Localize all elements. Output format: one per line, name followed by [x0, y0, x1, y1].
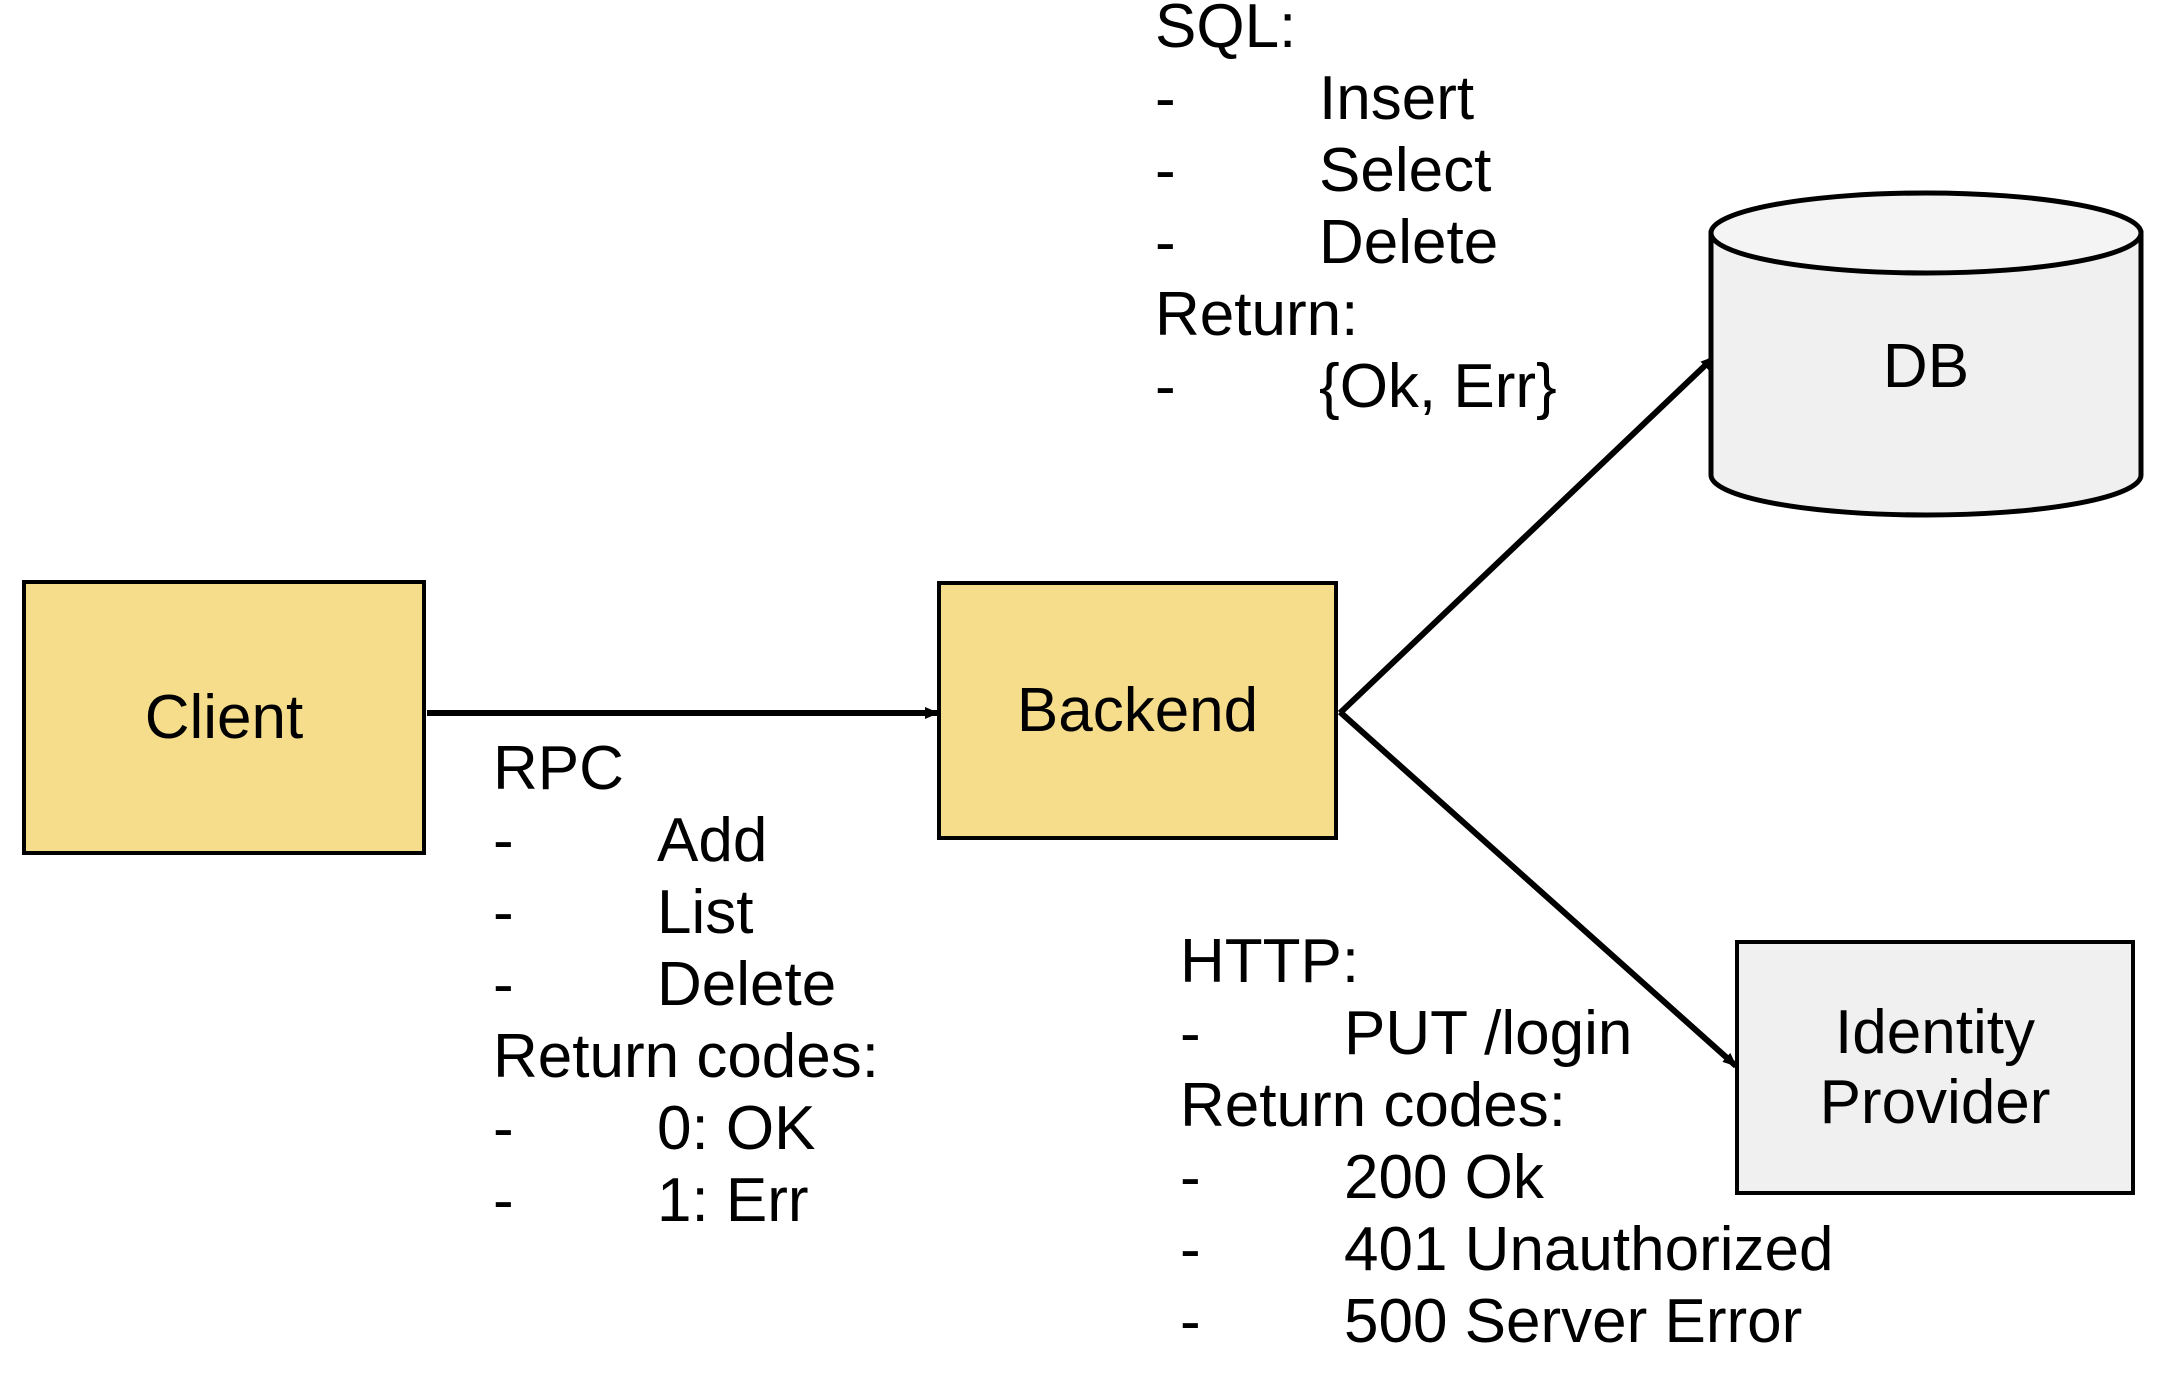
http-return-item-label: 500 Server Error: [1344, 1287, 1803, 1356]
rpc-return-item: - 0: OK: [493, 1098, 879, 1170]
sql-item-label: Select: [1319, 136, 1492, 205]
sql-item: - Insert: [1155, 68, 1557, 140]
sql-item-label: Delete: [1319, 208, 1499, 277]
rpc-item: - List: [493, 882, 879, 954]
rpc-heading: RPC: [493, 734, 624, 803]
sql-item-label: Insert: [1319, 64, 1475, 133]
http-return-item-label: 200 Ok: [1344, 1143, 1544, 1212]
bullet-dash-icon: -: [1155, 208, 1176, 277]
rpc-item: - Add: [493, 810, 879, 882]
bullet-dash-icon: -: [1180, 999, 1201, 1068]
rpc-item-label: Add: [657, 806, 768, 875]
rpc-return-heading: Return codes:: [493, 1022, 879, 1091]
http-return-item: - 200 Ok: [1180, 1147, 1833, 1219]
http-return-heading: Return codes:: [1180, 1071, 1566, 1140]
rpc-return-item-label: 0: OK: [657, 1094, 816, 1163]
rpc-item-label: List: [657, 878, 754, 947]
sql-return-item: - {Ok, Err}: [1155, 356, 1557, 428]
annotation-rpc: RPC - Add - List - Delete Return codes: …: [493, 738, 879, 1242]
rpc-item-label: Delete: [657, 950, 837, 1019]
db-cylinder-shape: [1708, 190, 2144, 518]
node-backend-label: Backend: [1016, 675, 1259, 745]
bullet-dash-icon: -: [493, 1166, 514, 1235]
annotation-sql: SQL: - Insert - Select - Delete Return: …: [1155, 0, 1557, 428]
annotation-http: HTTP: - PUT /login Return codes: - 200 O…: [1180, 931, 1833, 1363]
node-identity-provider[interactable]: Identity Provider: [1735, 940, 2135, 1195]
http-item-label: PUT /login: [1344, 999, 1633, 1068]
http-return-item: - 500 Server Error: [1180, 1291, 1833, 1363]
sql-return-heading: Return:: [1155, 280, 1359, 349]
bullet-dash-icon: -: [1180, 1287, 1201, 1356]
node-client[interactable]: Client: [22, 580, 426, 855]
node-identity-provider-label: Identity Provider: [1819, 998, 2051, 1137]
http-item: - PUT /login: [1180, 1003, 1833, 1075]
bullet-dash-icon: -: [1180, 1215, 1201, 1284]
node-db-label: DB: [1882, 332, 1970, 402]
sql-item: - Select: [1155, 140, 1557, 212]
bullet-dash-icon: -: [1155, 352, 1176, 421]
http-return-item: - 401 Unauthorized: [1180, 1219, 1833, 1291]
rpc-return-item: - 1: Err: [493, 1170, 879, 1242]
bullet-dash-icon: -: [1155, 136, 1176, 205]
sql-item: - Delete: [1155, 212, 1557, 284]
node-client-label: Client: [144, 682, 304, 752]
bullet-dash-icon: -: [493, 950, 514, 1019]
http-return-item-label: 401 Unauthorized: [1344, 1215, 1834, 1284]
sql-return-item-label: {Ok, Err}: [1319, 352, 1557, 421]
rpc-return-item-label: 1: Err: [657, 1166, 809, 1235]
bullet-dash-icon: -: [493, 878, 514, 947]
bullet-dash-icon: -: [493, 1094, 514, 1163]
bullet-dash-icon: -: [493, 806, 514, 875]
node-backend[interactable]: Backend: [937, 581, 1338, 840]
bullet-dash-icon: -: [1180, 1143, 1201, 1212]
bullet-dash-icon: -: [1155, 64, 1176, 133]
http-heading: HTTP:: [1180, 927, 1360, 996]
sql-heading: SQL:: [1155, 0, 1297, 61]
node-db[interactable]: DB: [1706, 189, 2146, 519]
rpc-item: - Delete: [493, 954, 879, 1026]
